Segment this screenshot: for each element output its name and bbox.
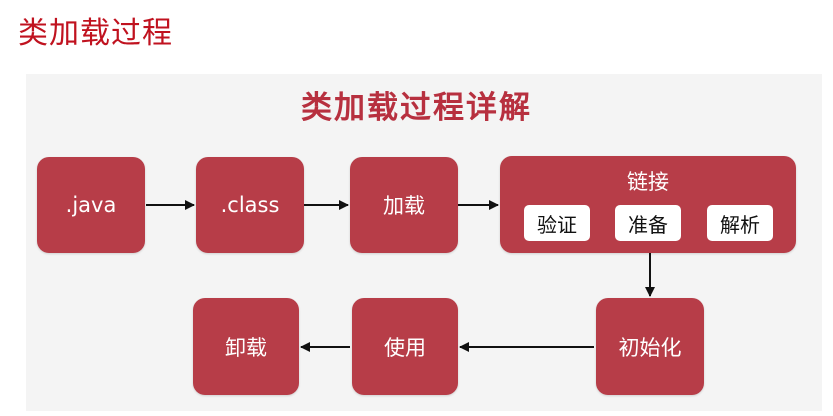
node-java: .java (37, 157, 145, 253)
node-class: .class (196, 157, 304, 253)
node-init-label: 初始化 (618, 335, 682, 360)
node-linking: 链接 验证 准备 解析 (500, 156, 796, 253)
node-linking-label: 链接 (627, 170, 669, 194)
node-init: 初始化 (596, 298, 704, 395)
step-prepare: 准备 (615, 205, 681, 241)
node-class-label: .class (220, 193, 280, 217)
node-java-label: .java (65, 193, 117, 217)
node-load: 加载 (350, 157, 458, 253)
node-unload: 卸载 (193, 298, 299, 395)
node-use: 使用 (352, 298, 458, 395)
diagram-title: 类加载过程详解 (301, 90, 532, 126)
step-resolve: 解析 (707, 205, 773, 241)
slide-title: 类加载过程 (18, 16, 173, 51)
node-load-label: 加载 (383, 194, 425, 218)
step-verify: 验证 (524, 205, 590, 241)
node-unload-label: 卸载 (225, 335, 267, 360)
node-use-label: 使用 (384, 335, 426, 360)
